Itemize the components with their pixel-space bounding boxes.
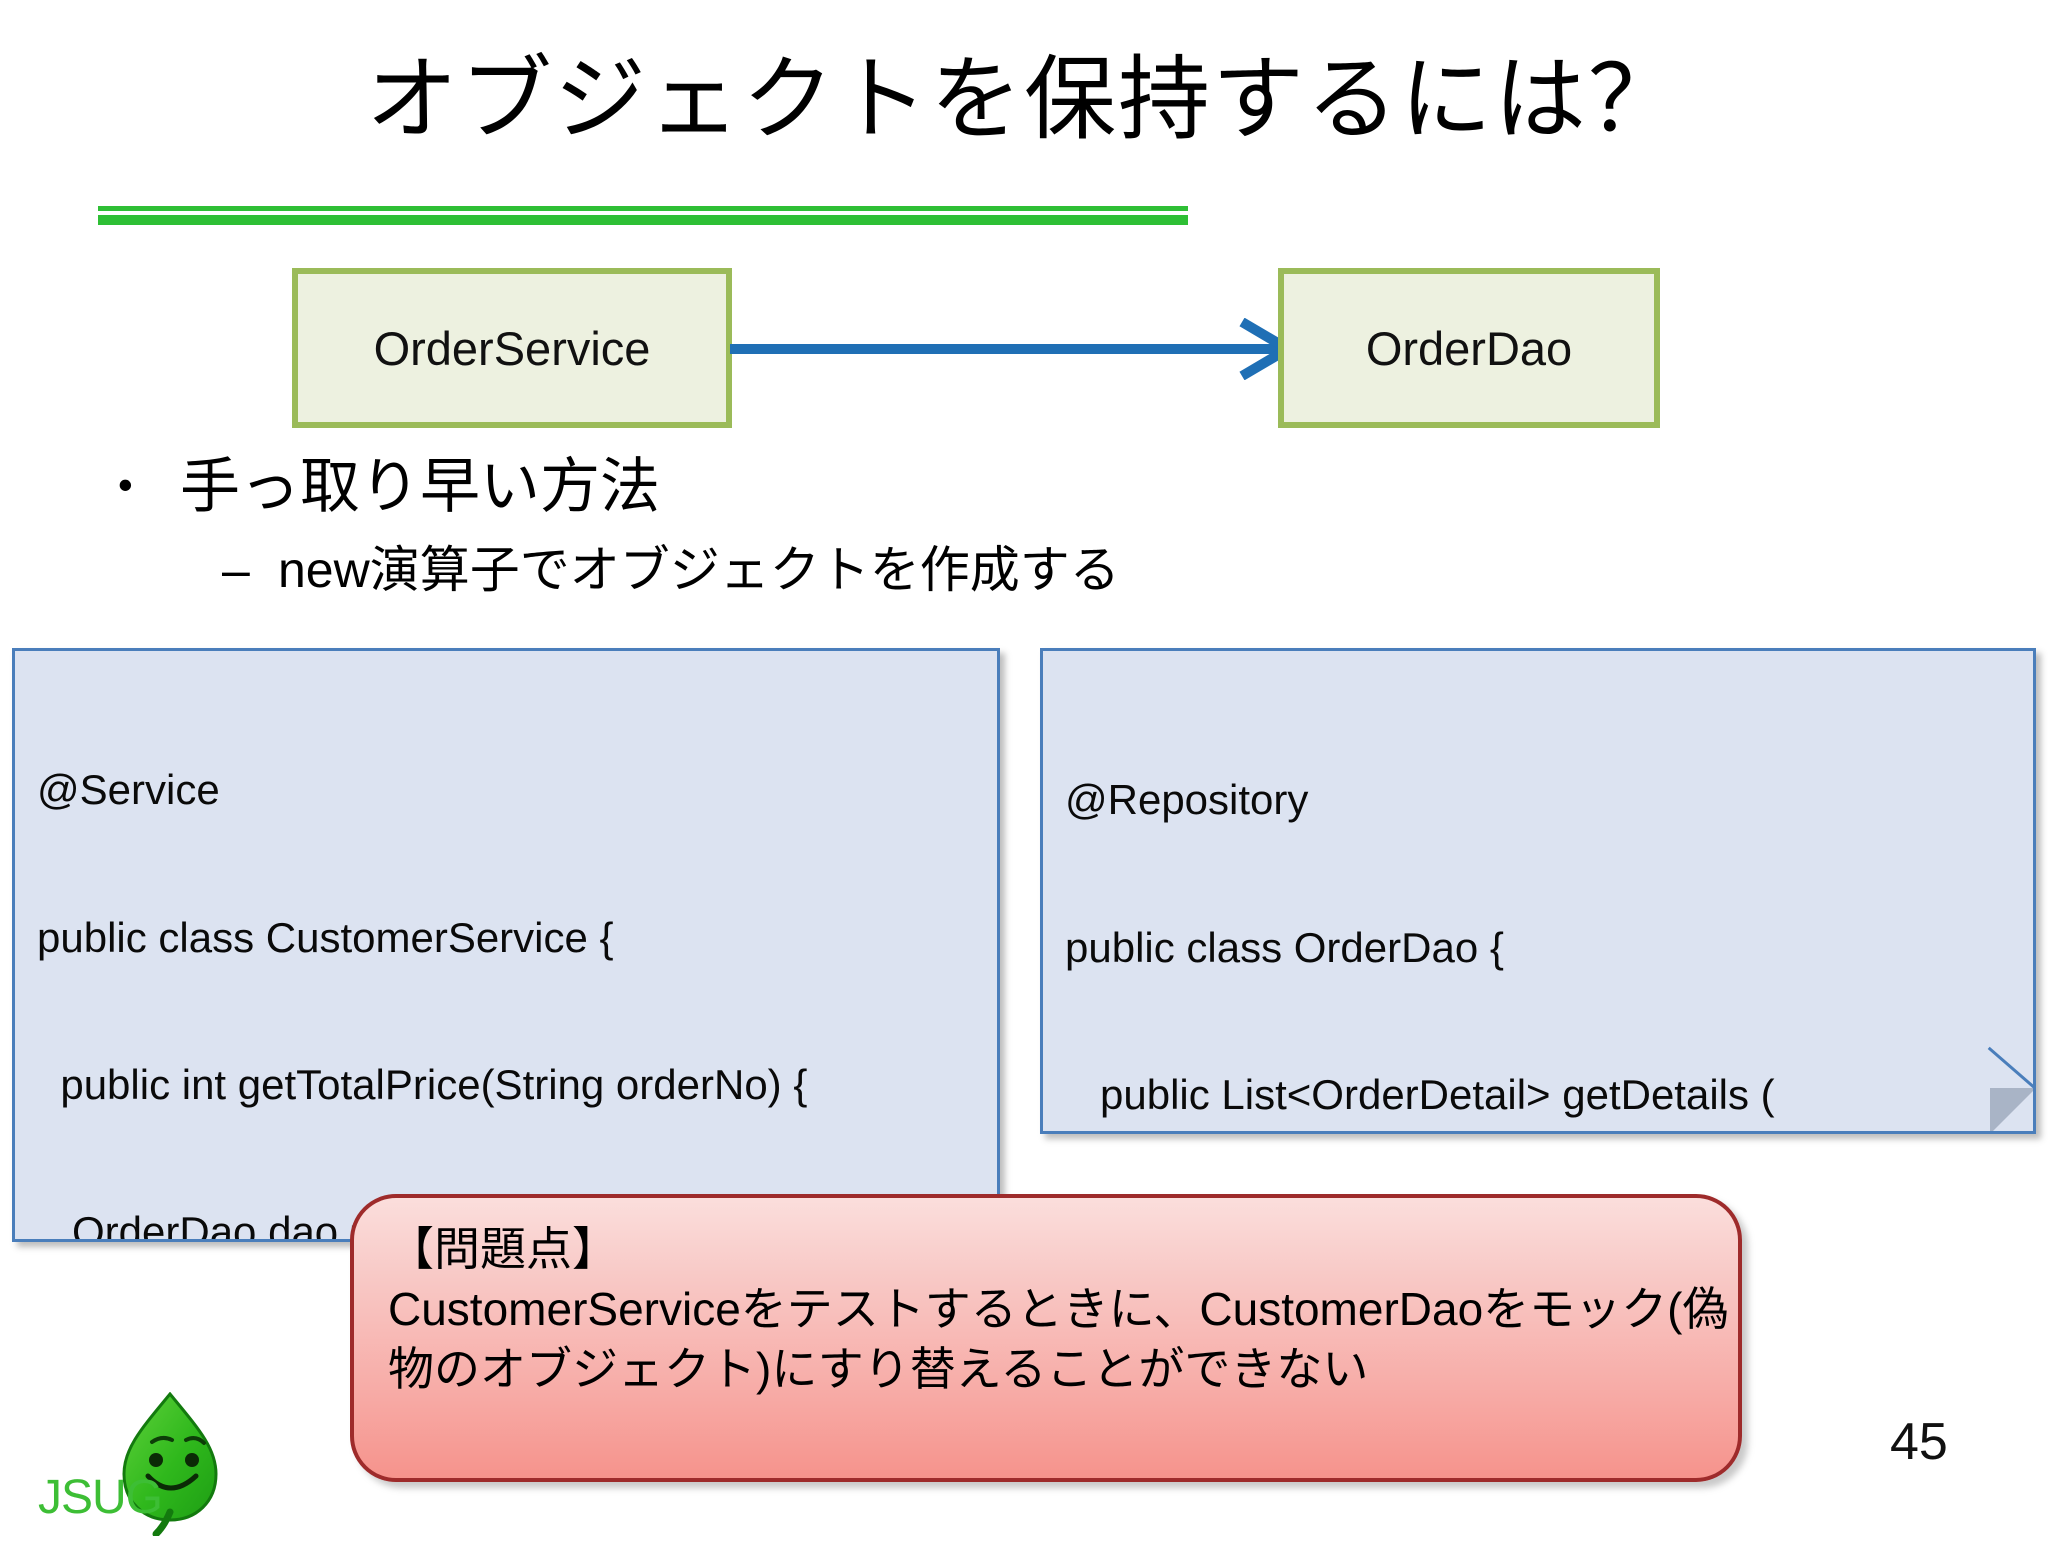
code-block-customer-service: @Service public class CustomerService { …	[12, 648, 1000, 1242]
code-line: public int getTotalPrice(String orderNo)…	[37, 1061, 808, 1108]
jsug-logo: JSUG	[20, 1391, 270, 1538]
code-line: @Service	[37, 766, 220, 814]
problem-callout-heading: 【問題点】	[388, 1223, 618, 1275]
title-underline-rule	[98, 206, 1188, 225]
problem-callout-body-line-1: CustomerServiceをテストするときに、CustomerDaoをモック…	[388, 1282, 1729, 1335]
problem-callout-body-line-2: 物のオブジェクト)にすり替えることができない	[388, 1342, 1369, 1395]
diagram-box-order-service: OrderService	[292, 268, 732, 428]
bullet-item-primary-label: 手っ取り早い方法	[180, 453, 660, 520]
bullet-item-primary: • 手っ取り早い方法	[118, 452, 660, 521]
code-fragment-before: OrderDao dao =	[37, 1208, 387, 1242]
association-arrow-icon	[730, 317, 1300, 381]
page-number: 45	[1890, 1413, 1948, 1471]
bullet-item-secondary: –new演算子でオブジェクトを作成する	[222, 542, 1120, 600]
diagram-box-order-service-label: OrderService	[373, 321, 651, 375]
jsug-leaf-mascot-icon	[122, 1391, 218, 1538]
code-line: public class OrderDao {	[1065, 923, 1504, 971]
diagram-box-order-dao-label: OrderDao	[1365, 321, 1573, 375]
page-title: オブジェクトを保持するには？	[365, 49, 1682, 151]
diagram-box-order-dao: OrderDao	[1278, 268, 1660, 428]
code-line: public class CustomerService {	[37, 913, 614, 961]
title-rule-thick	[98, 215, 1188, 225]
bullet-marker-icon: •	[118, 461, 133, 508]
folded-corner-icon	[1990, 1088, 2033, 1131]
code-block-order-dao: @Repository public class OrderDao { publ…	[1040, 648, 2036, 1134]
dash-marker-icon: –	[222, 542, 250, 598]
jsug-wordmark: JSUG	[38, 1471, 163, 1524]
code-line: @Repository	[1065, 776, 1309, 824]
bullet-item-secondary-label: new演算子でオブジェクトを作成する	[278, 542, 1120, 598]
code-line: public List<OrderDetail> getDetails (	[1065, 1071, 1775, 1118]
title-rule-thin	[98, 206, 1188, 211]
problem-callout-box: 【問題点】 CustomerServiceをテストするときに、CustomerD…	[350, 1194, 1742, 1482]
